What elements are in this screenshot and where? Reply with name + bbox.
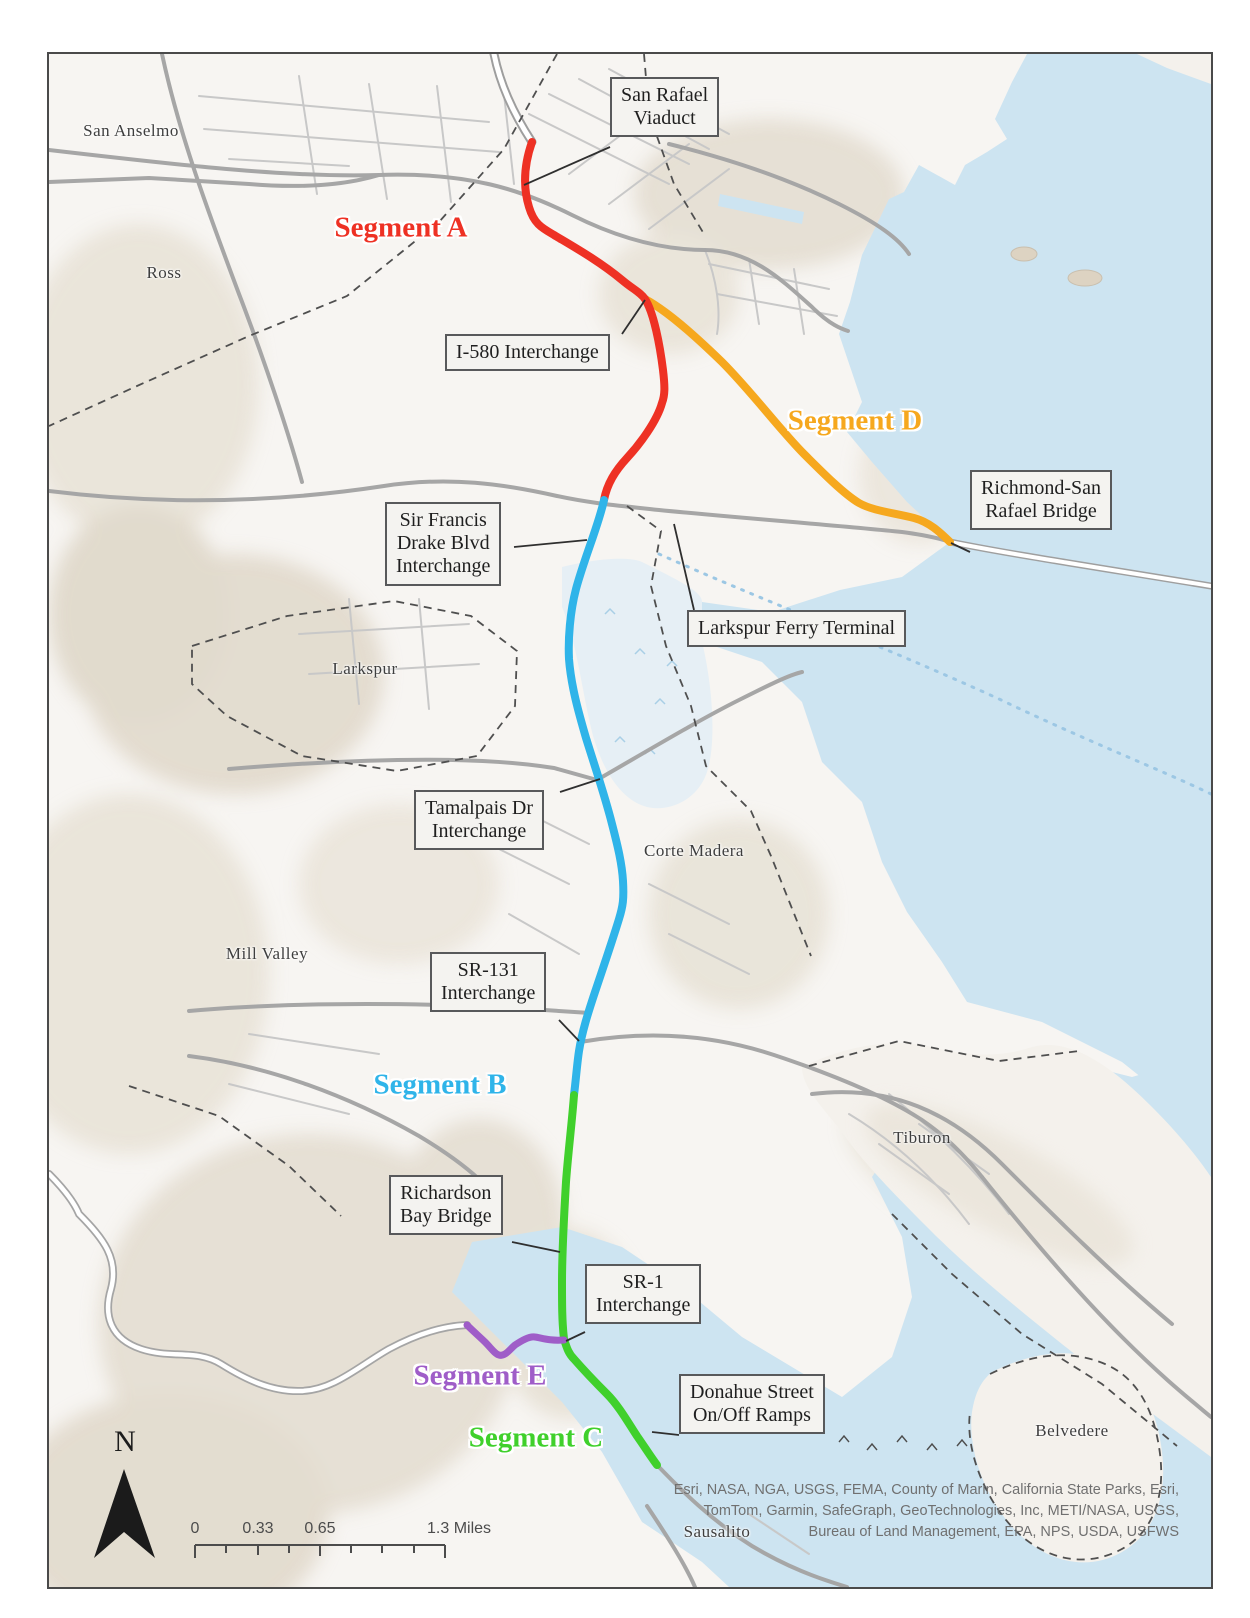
callout-sr1-interchange: SR-1 Interchange xyxy=(585,1264,702,1325)
callout-richardson-bay-bridge: Richardson Bay Bridge xyxy=(389,1175,503,1236)
bay-upper xyxy=(702,54,1211,1144)
route-segment-e xyxy=(463,1321,568,1359)
callout-line: San Rafael xyxy=(621,84,709,106)
route-segment-d xyxy=(641,295,954,546)
map-attribution: Esri, NASA, NGA, USGS, FEMA, County of M… xyxy=(674,1480,1179,1543)
segment-d-label: Segment D xyxy=(787,404,923,437)
place-label-corte-madera: Corte Madera xyxy=(644,841,744,860)
attribution-line: Bureau of Land Management, EPA, NPS, USD… xyxy=(808,1524,1179,1540)
scale-tick-label: 0.65 xyxy=(304,1520,336,1537)
marsh-area xyxy=(562,558,713,809)
route-segment-b xyxy=(564,496,628,1099)
place-label-ross: Ross xyxy=(146,263,182,282)
callout-line: Larkspur Ferry Terminal xyxy=(698,617,896,639)
callout-line: Drake Blvd xyxy=(396,532,490,555)
place-label-belvedere: Belvedere xyxy=(1035,1421,1109,1440)
callout-line: Interchange xyxy=(396,555,491,578)
leader-lines xyxy=(511,146,971,1436)
callout-line: Richardson xyxy=(400,1182,492,1204)
canal-inlet xyxy=(718,194,804,224)
segment-a-label: Segment A xyxy=(334,211,468,244)
callout-tamalpais-dr-interchange: Tamalpais Dr Interchange xyxy=(414,790,545,851)
place-label-larkspur: Larkspur xyxy=(332,659,398,678)
callout-sir-francis-drake-interchange: Sir Francis Drake Blvd Interchange xyxy=(385,502,502,586)
callout-line: Interchange xyxy=(441,982,536,1005)
callout-line: Interchange xyxy=(431,820,527,843)
topright-land xyxy=(1137,54,1211,84)
callout-line: Interchange xyxy=(596,1294,691,1317)
callout-line: Donahue Street xyxy=(690,1381,814,1403)
minor-roads-layer xyxy=(198,68,1010,1555)
callout-line: Viaduct xyxy=(633,107,696,130)
callout-line: On/Off Ramps xyxy=(692,1404,811,1427)
callout-richmond-san-rafael-bridge: Richmond-San Rafael Bridge xyxy=(970,470,1112,531)
map-canvas: San Rafael Viaduct I-580 Interchange Ric… xyxy=(47,52,1213,1589)
route-segment-c xyxy=(558,1091,661,1469)
callout-line: Tamalpais Dr xyxy=(425,797,534,819)
callout-san-rafael-viaduct: San Rafael Viaduct xyxy=(610,77,720,138)
ferry-route xyxy=(657,552,1211,796)
callout-larkspur-ferry-terminal: Larkspur Ferry Terminal xyxy=(687,610,907,648)
land-overlays xyxy=(802,54,1211,1563)
scale-end-label: 1.3 Miles xyxy=(427,1520,492,1537)
callout-line: SR-1 xyxy=(622,1271,664,1293)
attribution-line: Esri, NASA, NGA, USGS, FEMA, County of M… xyxy=(673,1482,1179,1498)
callout-donahue-street-ramps: Donahue Street On/Off Ramps xyxy=(679,1374,825,1435)
north-arrow xyxy=(94,1469,155,1558)
callout-sr131-interchange: SR-131 Interchange xyxy=(430,952,547,1013)
segment-c-label: Segment C xyxy=(468,1421,604,1454)
segment-e-label: Segment E xyxy=(413,1359,547,1392)
place-label-mill-valley: Mill Valley xyxy=(225,944,309,963)
cased-roads-layer xyxy=(49,54,1211,1396)
scale-bar-graphic xyxy=(194,1544,446,1558)
callout-line: Sir Francis xyxy=(399,509,487,531)
route-segment-a xyxy=(521,138,669,504)
place-label-tiburon: Tiburon xyxy=(893,1128,951,1147)
callout-line: Rafael Bridge xyxy=(985,500,1097,523)
scale-tick-label: 0.33 xyxy=(242,1520,274,1537)
place-label-sausalito: Sausalito xyxy=(683,1522,751,1541)
north-arrow-label: N xyxy=(114,1425,136,1458)
callout-i580-interchange: I-580 Interchange xyxy=(445,334,610,372)
marin-island xyxy=(1067,269,1103,287)
scale-tick-label: 0 xyxy=(190,1520,200,1537)
attribution-line: TomTom, Garmin, SafeGraph, GeoTechnologi… xyxy=(703,1503,1179,1519)
belvedere-island xyxy=(971,1353,1164,1563)
callout-line: SR-131 xyxy=(457,959,519,981)
basemap xyxy=(49,54,1211,1587)
callout-line: Bay Bridge xyxy=(400,1205,492,1228)
place-label-san-anselmo: San Anselmo xyxy=(83,121,179,140)
marin-island xyxy=(1010,246,1038,262)
segment-b-label: Segment B xyxy=(373,1068,507,1101)
callout-line: Richmond-San xyxy=(981,477,1101,499)
callout-line: I-580 Interchange xyxy=(456,341,599,363)
routes-layer xyxy=(463,138,954,1469)
